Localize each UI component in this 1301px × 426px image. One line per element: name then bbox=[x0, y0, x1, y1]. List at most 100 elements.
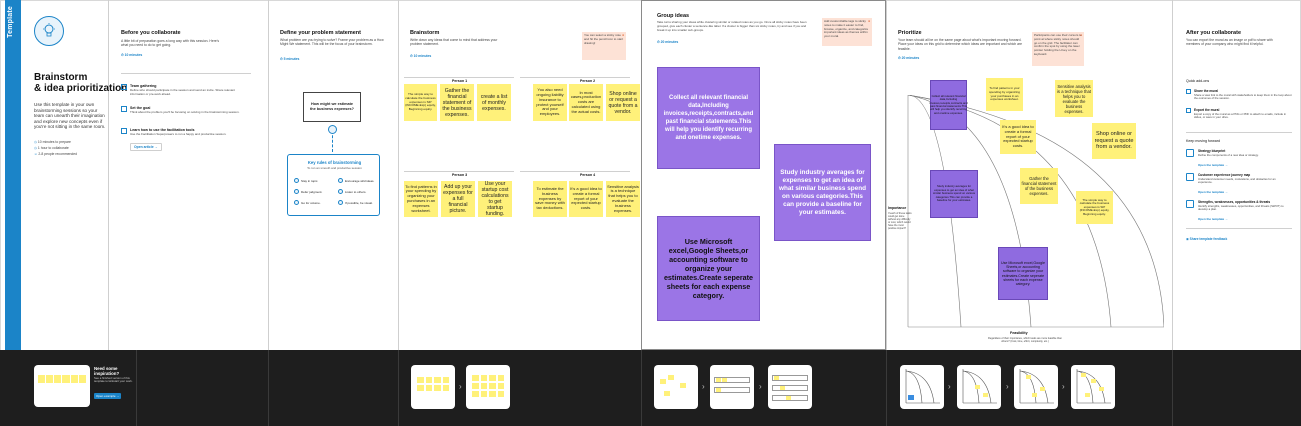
thumbnail-note bbox=[722, 378, 727, 382]
arrow-right-icon: › bbox=[1062, 382, 1065, 391]
strip-divider bbox=[268, 350, 269, 426]
thumbnail-cluster bbox=[714, 387, 750, 393]
divider bbox=[520, 171, 630, 172]
prioritize-thumbnail[interactable] bbox=[1071, 365, 1115, 409]
thumbnail-note bbox=[480, 383, 487, 389]
sticky-note[interactable]: Gather the financial statement of the bu… bbox=[440, 84, 474, 121]
open-template-link[interactable]: Open the template → bbox=[1198, 190, 1229, 194]
sticky-note[interactable]: Shop online or request a quote from a ve… bbox=[606, 84, 640, 121]
thumbnail-note bbox=[472, 383, 479, 389]
x-axis-label: Feasibility bbox=[1010, 331, 1028, 335]
priority-sticky-yellow[interactable]: The simple way to calculate the business… bbox=[1076, 191, 1113, 224]
prioritize-thumbnail[interactable] bbox=[900, 365, 944, 409]
before-body: A little bit of preparation goes a long … bbox=[121, 39, 220, 48]
sticky-note[interactable]: To estimate the business expenses by sav… bbox=[533, 181, 567, 217]
sticky-note[interactable]: It's a good idea to create a formal repo… bbox=[569, 181, 603, 217]
before-timer: ⏱ 10 minutes bbox=[121, 53, 143, 57]
column-divider bbox=[268, 0, 269, 350]
grid-thumbnail-graphic bbox=[905, 369, 940, 404]
thumbnail-note bbox=[425, 377, 432, 383]
priority-sticky-yellow[interactable]: Sensitive analysis is a technique that h… bbox=[1055, 80, 1093, 117]
brainstorm-thumbnail[interactable] bbox=[411, 365, 455, 409]
rules-grid: Stay in topic. Encourage wild ideas. Def… bbox=[294, 178, 378, 205]
sticky-note[interactable]: Sensitive analysis is a technique that h… bbox=[606, 181, 640, 217]
open-template-link[interactable]: Open the template → bbox=[1198, 217, 1229, 221]
thumbnail-note bbox=[38, 375, 46, 383]
group-sticky-purple[interactable]: Study industry averages for expenses to … bbox=[774, 144, 871, 241]
before-title: Before you collaborate bbox=[121, 30, 181, 36]
sticky-note[interactable]: To find patterns in your spending by org… bbox=[404, 181, 438, 217]
quick-item-title: Export the mural bbox=[1194, 108, 1220, 112]
define-body: What problem are you trying to solve? Fr… bbox=[280, 38, 384, 47]
arrow-right-icon: › bbox=[1006, 382, 1009, 391]
keep-item-body: Define the components of a new idea or s… bbox=[1198, 153, 1259, 157]
sticky-note[interactable]: Add up your expenses for a full financia… bbox=[441, 181, 475, 217]
group-thumbnail[interactable] bbox=[768, 365, 812, 409]
sticky-note[interactable]: In most cases,production costs are calcu… bbox=[569, 84, 603, 121]
thumbnail-notes bbox=[417, 377, 449, 391]
divider bbox=[404, 171, 514, 172]
target-icon bbox=[121, 106, 127, 112]
prioritize-timer: ⏱ 20 minutes bbox=[898, 56, 920, 60]
priority-sticky-yellow[interactable]: Gather the financial statement of the bu… bbox=[1020, 168, 1058, 204]
x-axis-description: Regardless of their importance, which ta… bbox=[988, 337, 1062, 343]
quick-item-title: Share the mural bbox=[1194, 89, 1219, 93]
open-template-link[interactable]: Open the template → bbox=[1198, 163, 1229, 167]
example-thumbnail[interactable] bbox=[34, 365, 90, 407]
thumbnail-note bbox=[70, 375, 78, 383]
rules-title: Key rules of brainstorming bbox=[307, 160, 362, 165]
prioritize-thumbnail[interactable] bbox=[957, 365, 1001, 409]
sticky-note[interactable]: The simple way to calculate the business… bbox=[404, 84, 437, 121]
thumbnail-note bbox=[664, 391, 670, 396]
problem-statement-card[interactable]: How might we estimate the business expen… bbox=[303, 92, 361, 122]
define-timer: ⏱ 5 minutes bbox=[280, 57, 300, 61]
thumbnail-note bbox=[716, 388, 721, 392]
prioritize-thumbnail[interactable] bbox=[1014, 365, 1058, 409]
group-thumbnail[interactable] bbox=[710, 365, 754, 409]
thumbnail-note bbox=[668, 375, 674, 380]
thumbnail-note bbox=[425, 385, 432, 391]
swot-icon bbox=[1186, 200, 1194, 208]
priority-sticky-yellow[interactable]: It's a good idea to create a formal repo… bbox=[1000, 120, 1036, 154]
priority-sticky-yellow[interactable]: To find patterns in your spending by org… bbox=[986, 78, 1023, 111]
rule-icon bbox=[294, 200, 299, 205]
priority-sticky-purple[interactable]: Study industry averages for expenses to … bbox=[930, 170, 978, 218]
thumbnail-note bbox=[489, 383, 496, 389]
thumbnail-note bbox=[497, 383, 504, 389]
thumbnail-note bbox=[434, 385, 441, 391]
sticky-note[interactable]: You also need ongoing liability insuranc… bbox=[533, 84, 567, 121]
thumbnail-note bbox=[472, 375, 479, 381]
brainstorm-thumbnail[interactable] bbox=[466, 365, 510, 409]
group-thumbnail[interactable] bbox=[654, 365, 698, 409]
open-example-button[interactable]: Open example → bbox=[94, 392, 122, 399]
intro-meta-item: ◷ 1 hour to collaborate bbox=[34, 145, 69, 150]
thumbnail-note bbox=[680, 383, 686, 388]
priority-sticky-purple[interactable]: Collect all relevant financial data,Incl… bbox=[929, 80, 968, 130]
keep-item-title: Strategy blueprint bbox=[1198, 149, 1226, 153]
inspiration-title: Need some inspiration? bbox=[94, 366, 120, 376]
arrow-right-icon: › bbox=[459, 382, 462, 391]
sticky-note[interactable]: Use your startup cost calculations to ge… bbox=[478, 181, 512, 217]
rule-icon bbox=[338, 178, 343, 183]
divider bbox=[404, 77, 514, 78]
group-sticky-purple[interactable]: Use Microsoft excel,Google Sheets,or acc… bbox=[657, 216, 760, 321]
priority-sticky-purple[interactable]: Use Microsoft excel,Google Sheets,or acc… bbox=[998, 247, 1048, 300]
share-feedback-link[interactable]: ◉ Share template feedback bbox=[1186, 237, 1228, 241]
connector-line bbox=[332, 126, 333, 152]
before-open-article-link[interactable]: Open article → bbox=[130, 143, 162, 151]
brainstorm-timer: ⏱ 10 minutes bbox=[410, 54, 432, 58]
thumbnail-note bbox=[417, 377, 424, 383]
prioritize-tip-note: Participants can use their cursors to po… bbox=[1032, 32, 1084, 66]
priority-sticky-yellow[interactable]: Shop online or request a quote from a ve… bbox=[1092, 123, 1136, 159]
group-sticky-purple[interactable]: Collect all relevant financial data,Incl… bbox=[657, 67, 760, 169]
thumbnail-note bbox=[497, 375, 504, 381]
side-tab-label: Template bbox=[7, 6, 14, 38]
rule-item: Listen to others. bbox=[338, 189, 378, 194]
intro-description: Use this template in your own brainstorm… bbox=[34, 102, 106, 130]
tip-badge-icon: ● bbox=[867, 19, 870, 23]
grid-thumbnail-graphic bbox=[962, 369, 997, 404]
intro-meta-item: ☺ 2-8 people recommended bbox=[34, 151, 78, 156]
lightbulb-icon bbox=[34, 16, 64, 46]
sticky-note[interactable]: create a list of monthly expenses. bbox=[477, 84, 511, 121]
arrow-right-icon: › bbox=[948, 382, 951, 391]
